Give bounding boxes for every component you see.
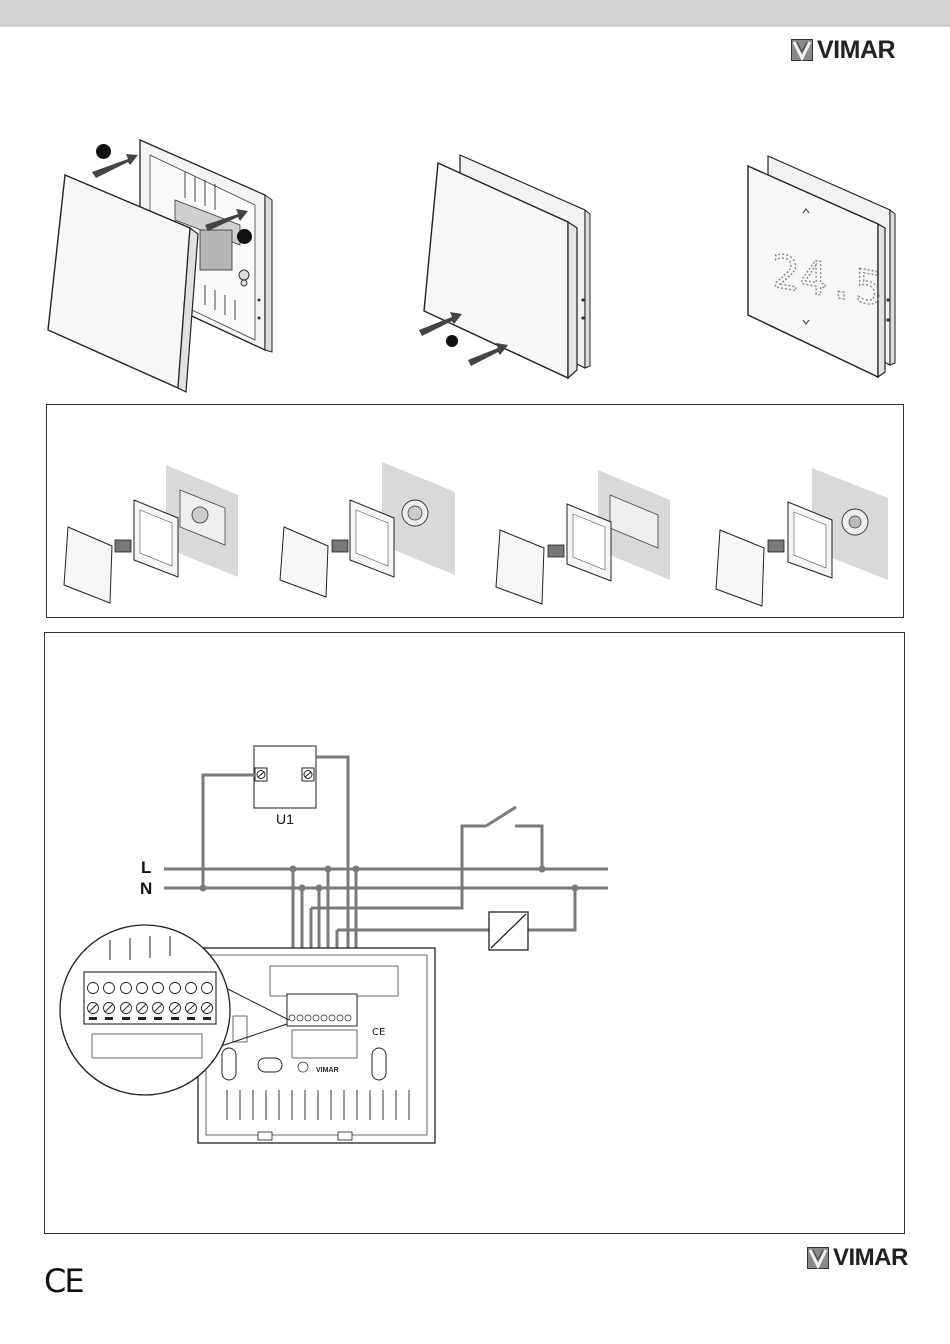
vimar-logo-text: VIMAR — [833, 1247, 908, 1269]
vimar-logo-mark-icon — [807, 1247, 829, 1269]
u1-label: U1 — [276, 811, 294, 827]
switch-contact — [486, 807, 516, 826]
neutral-label: N — [140, 879, 152, 899]
vimar-logo-bottom: VIMAR — [807, 1247, 908, 1269]
base-logo-text: VIMAR — [316, 1067, 339, 1074]
ce-mark-small: CE — [372, 1027, 385, 1038]
ce-mark-icon: CE — [44, 1262, 83, 1300]
line-label: L — [141, 858, 151, 878]
